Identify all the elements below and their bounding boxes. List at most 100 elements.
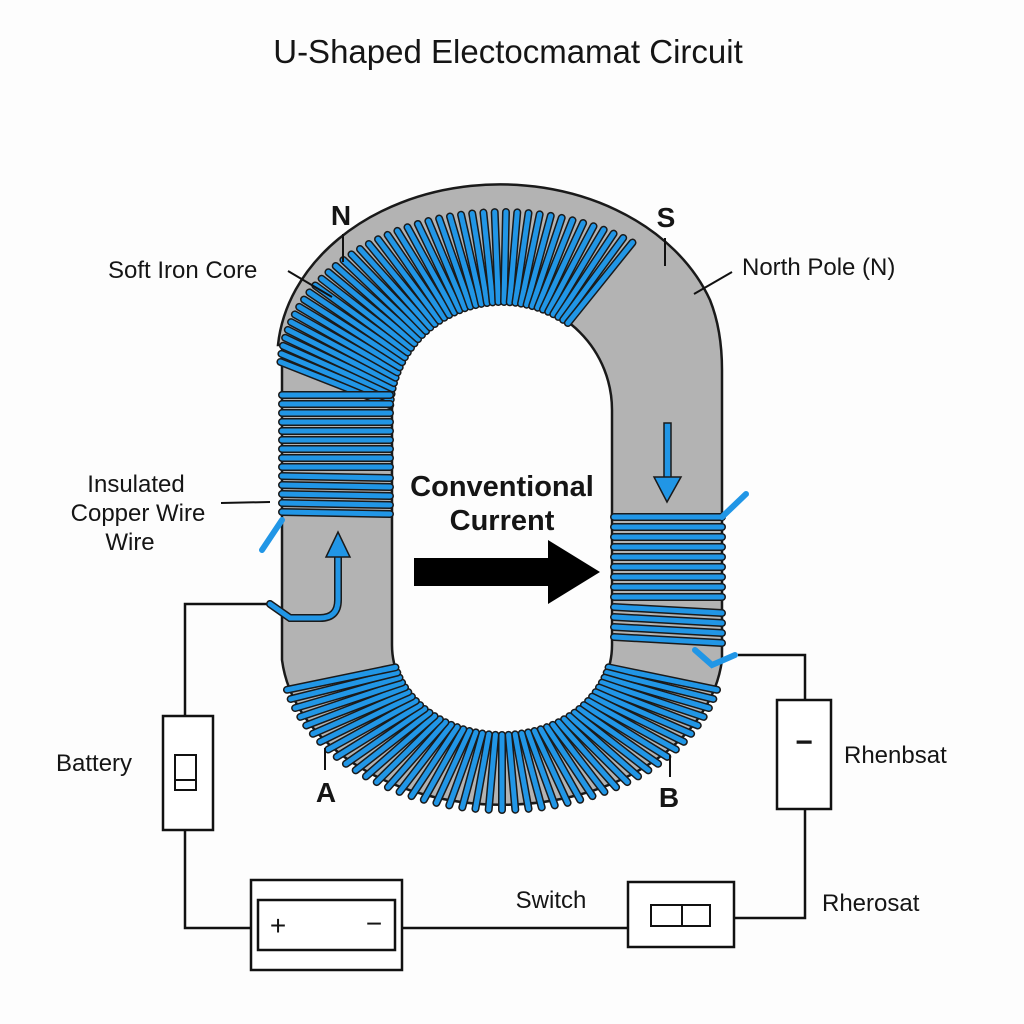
coil-turn [325,698,419,753]
coil-turn [436,216,473,310]
coil-lead-right-bottom [692,647,738,669]
coil-turn [394,228,452,318]
coil-turn [512,210,532,306]
coil-turn [310,689,411,737]
coil-turn [519,731,545,810]
coil-turn [472,731,492,812]
rheostat-symbol[interactable] [775,698,833,811]
coil-lead-right-top [719,491,749,520]
coil-turn [285,327,397,386]
coil-turn [279,491,393,499]
right-flow-arrow-shaft [663,422,672,479]
coil-turn [518,211,543,307]
coil-turn [596,684,701,728]
down-arrow-icon [652,476,683,504]
coil-turn [606,664,720,693]
coil-turn [550,722,607,795]
insulated-wire-leader [220,501,271,504]
coil-turn [599,680,707,720]
coil-turn [525,729,558,808]
current-label-line1: Conventional [410,471,594,503]
coil-turn [385,719,448,790]
coil-turn [279,473,393,481]
copper-wire-coil [276,208,726,814]
right-arrow-icon [414,540,600,604]
coil-turn [531,728,571,806]
coil-turn [560,235,626,323]
coil-turn [343,706,428,767]
wire-bottom-left [183,830,252,930]
wire-bottom-right [734,810,807,920]
coil-turn [480,210,496,305]
coil-turn [306,289,408,360]
insulated-wire-label-line3: Wire [105,529,154,556]
pole-label-n: N [331,200,351,231]
pole-label-a: A [316,777,336,808]
coil-turn [507,209,520,305]
coil-turn [353,710,432,773]
coil-turn [611,614,725,626]
battery-cell [249,878,404,972]
coil-turn [469,210,490,306]
coil-turn [366,241,438,327]
coil-turn [581,702,670,760]
coil-turn [512,731,532,812]
coil-turn [492,209,501,305]
coil-turn [565,240,635,326]
soft-iron-core-leader [287,270,333,298]
coil-turn [397,722,454,795]
coil-turn [524,213,554,308]
up-arrow-icon [324,530,352,558]
coil-turn [566,713,641,779]
coil-turn [288,670,400,702]
coil-turn [538,726,583,803]
coil-lead-left-top [259,517,285,553]
diagram-title: U-Shaped Electocmamat Circuit [273,33,743,70]
coil-turn [611,624,725,636]
coil-turn [425,218,468,311]
coil-turn [404,224,457,315]
coil-turn [550,227,607,317]
coil-turn [486,732,498,813]
coil-turn [292,675,402,711]
coil-turn [535,217,575,311]
coil-turn [561,716,630,785]
coil-turn [611,634,725,646]
coil-turn [446,729,479,808]
switch-label: Switch [516,887,587,914]
soft-iron-core-label: Soft Iron Core [108,257,257,284]
coil-turn [572,710,651,773]
battery-label: Battery [56,750,132,777]
coil-turn [415,221,463,313]
coil-turn [279,482,393,490]
coil-turn [279,500,393,508]
coil-turn [319,276,414,351]
coil-turn [458,212,484,307]
coil-turn [506,732,518,813]
coil-turn [303,684,408,728]
coil-turn [374,716,443,785]
pole-label-b: B [659,782,679,813]
coil-turn [555,231,617,320]
coil-turn [317,694,415,745]
coil-turn [593,689,694,737]
coil-turn [340,257,425,338]
coil-turn [297,680,405,720]
coil-turn [280,343,395,397]
coil-turn [529,215,565,309]
coil-turn [602,675,712,711]
coil-turn [585,698,679,753]
coil-turn [433,728,473,806]
switch-symbol[interactable] [626,880,736,949]
coil-turn [375,236,442,324]
north-pole-label: North Pole (N) [742,254,895,281]
coil-turn [292,311,400,375]
coil-turn [284,664,398,693]
coil-turn [385,232,447,321]
coil-turn [545,223,597,315]
coil-turn [501,209,509,305]
insulated-wire-label-line2: Copper Wire [71,500,206,527]
rheostat-label-upper: Rhenbsat [844,742,947,769]
current-label-line2: Current [450,505,555,537]
